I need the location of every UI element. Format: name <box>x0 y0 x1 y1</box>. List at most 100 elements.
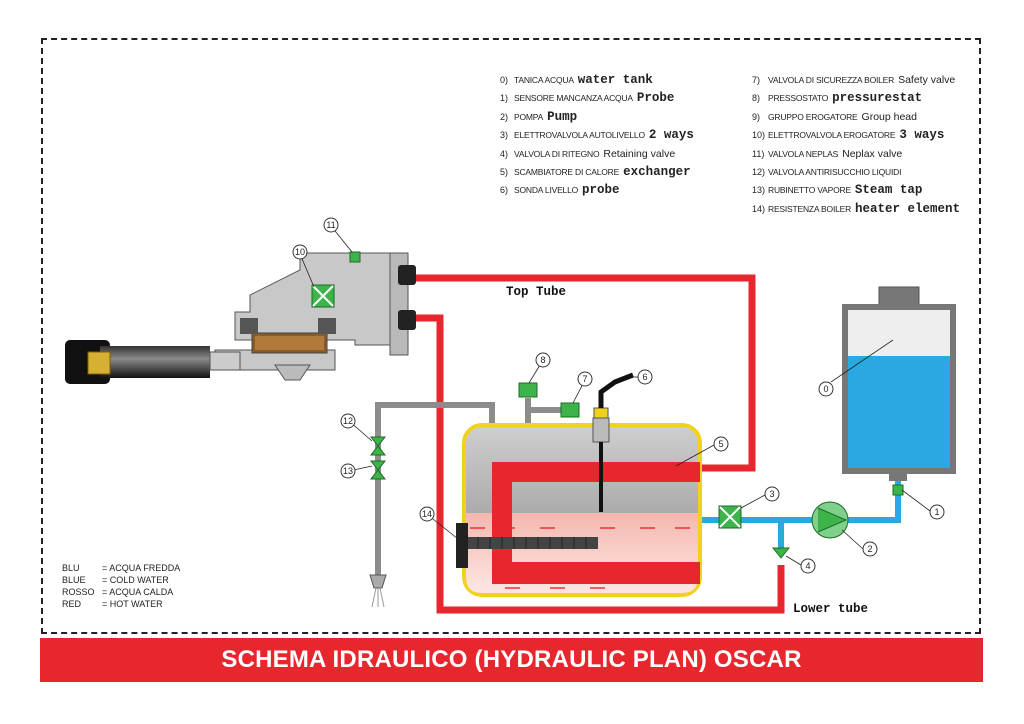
svg-text:13: 13 <box>343 466 353 476</box>
callout-4: 4 <box>800 558 816 574</box>
color-key-name: ROSSO <box>62 587 95 597</box>
legend-italian-label: ELETTROVALVOLA EROGATORE <box>768 130 896 141</box>
color-key-row: RED = HOT WATER <box>62 598 180 610</box>
boiler <box>456 372 702 597</box>
legend-english-label: exchanger <box>623 165 691 180</box>
legend-italian-label: SCAMBIATORE DI CALORE <box>514 167 620 178</box>
legend-english-label: Neplax valve <box>842 147 903 160</box>
legend-number: 7) <box>752 75 761 85</box>
svg-text:12: 12 <box>343 416 353 426</box>
legend-number: 4) <box>500 148 509 159</box>
legend-number: 2) <box>500 111 509 122</box>
legend-number: 11) <box>752 148 765 159</box>
callout-5: 5 <box>713 436 729 452</box>
svg-text:8: 8 <box>540 355 545 365</box>
group-head <box>214 252 416 381</box>
svg-text:0: 0 <box>823 384 828 394</box>
legend-english-label: Retaining valve <box>603 147 676 160</box>
legend-italian-label: VALVOLA DI RITEGNO <box>514 148 600 159</box>
color-key-meaning: = ACQUA CALDA <box>102 587 174 597</box>
portafilter-handle <box>65 340 241 384</box>
svg-text:3: 3 <box>769 489 774 499</box>
legend-english-label: 2 ways <box>648 128 694 143</box>
svg-text:5: 5 <box>718 439 723 449</box>
callout-1: 1 <box>929 504 945 520</box>
legend-english-label: 3 ways <box>899 128 945 143</box>
legend-english-label: Pump <box>547 109 578 124</box>
legend-number: 6) <box>500 185 509 196</box>
callout-7: 7 <box>577 371 593 387</box>
svg-text:6: 6 <box>642 372 647 382</box>
callout-0: 0 <box>818 381 834 397</box>
svg-text:14: 14 <box>422 509 432 519</box>
valves <box>311 251 904 608</box>
legend-italian-label: SENSORE MANCANZA ACQUA <box>514 93 633 104</box>
callout-11: 11 <box>323 217 339 233</box>
color-key-meaning: = ACQUA FREDDA <box>102 563 181 573</box>
color-key-meaning: = HOT WATER <box>102 599 163 609</box>
legend-italian-label: RESISTENZA BOILER <box>768 203 852 214</box>
color-key-row: ROSSO = ACQUA CALDA <box>62 586 180 598</box>
legend-number: 1) <box>500 93 509 104</box>
legend-item: 12)VALVOLA ANTIRISUCCHIO LIQUIDI <box>752 163 960 181</box>
legend-english-label: Probe <box>636 91 675 106</box>
svg-text:7: 7 <box>582 374 587 384</box>
legend-italian-label: VALVOLA NEPLAS <box>768 148 839 159</box>
color-key-meaning: = COLD WATER <box>102 575 169 585</box>
svg-text:10: 10 <box>295 247 305 257</box>
legend-english-label: Group head <box>861 110 917 123</box>
color-key-name: RED <box>62 599 82 609</box>
callout-6: 6 <box>637 369 653 385</box>
legend-italian-label: VALVOLA DI SICUREZZA BOILER <box>768 75 895 85</box>
legend-number: 5) <box>500 167 509 178</box>
legend-number: 14) <box>752 203 766 214</box>
top-tube-label: Top Tube <box>506 285 567 299</box>
color-key: BLU = ACQUA FREDDA BLUE = COLD WATER ROSSO = … <box>62 562 180 610</box>
legend-number: 8) <box>752 93 761 104</box>
legend-italian-label: RUBINETTO VAPORE <box>768 185 851 196</box>
callout-13: 13 <box>340 463 356 479</box>
legend-number: 3) <box>500 130 509 141</box>
legend-italian-label: POMPA <box>514 111 544 122</box>
legend-english-label: water tank <box>577 73 653 87</box>
callout-14: 14 <box>419 506 435 522</box>
legend-english-label: pressurestat <box>832 91 923 106</box>
legend-number: 9) <box>752 111 761 122</box>
legend-italian-label: GRUPPO EROGATORE <box>768 111 858 122</box>
legend-italian-label: VALVOLA ANTIRISUCCHIO LIQUIDI <box>768 167 902 178</box>
legend-english-label: Steam tap <box>854 183 923 198</box>
callout-2: 2 <box>862 541 878 557</box>
color-key-name: BLUE <box>62 575 86 585</box>
svg-text:2: 2 <box>867 544 872 554</box>
svg-text:1: 1 <box>934 507 939 517</box>
legend-italian-label: PRESSOSTATO <box>768 93 829 104</box>
steam-pipes <box>375 398 563 575</box>
callout-3: 3 <box>764 486 780 502</box>
legend-number: 12) <box>752 167 766 178</box>
legend-english-label: heater element <box>855 201 961 216</box>
callout-markers: 0 1 2 3 4 5 6 7 8 10 11 12 13 14 <box>292 217 945 574</box>
color-key-name: BLU <box>62 563 80 573</box>
diagram-frame <box>41 38 981 634</box>
page-title: SCHEMA IDRAULICO (HYDRAULIC PLAN) OSCAR <box>40 638 983 682</box>
legend-italian-label: TANICA ACQUA <box>514 75 574 85</box>
callout-8: 8 <box>535 352 551 368</box>
color-key-row: BLUE = COLD WATER <box>62 574 180 586</box>
legend-italian-label: SONDA LIVELLO <box>514 185 579 196</box>
legend-italian-label: ELETTROVALVOLA AUTOLIVELLO <box>514 130 645 141</box>
